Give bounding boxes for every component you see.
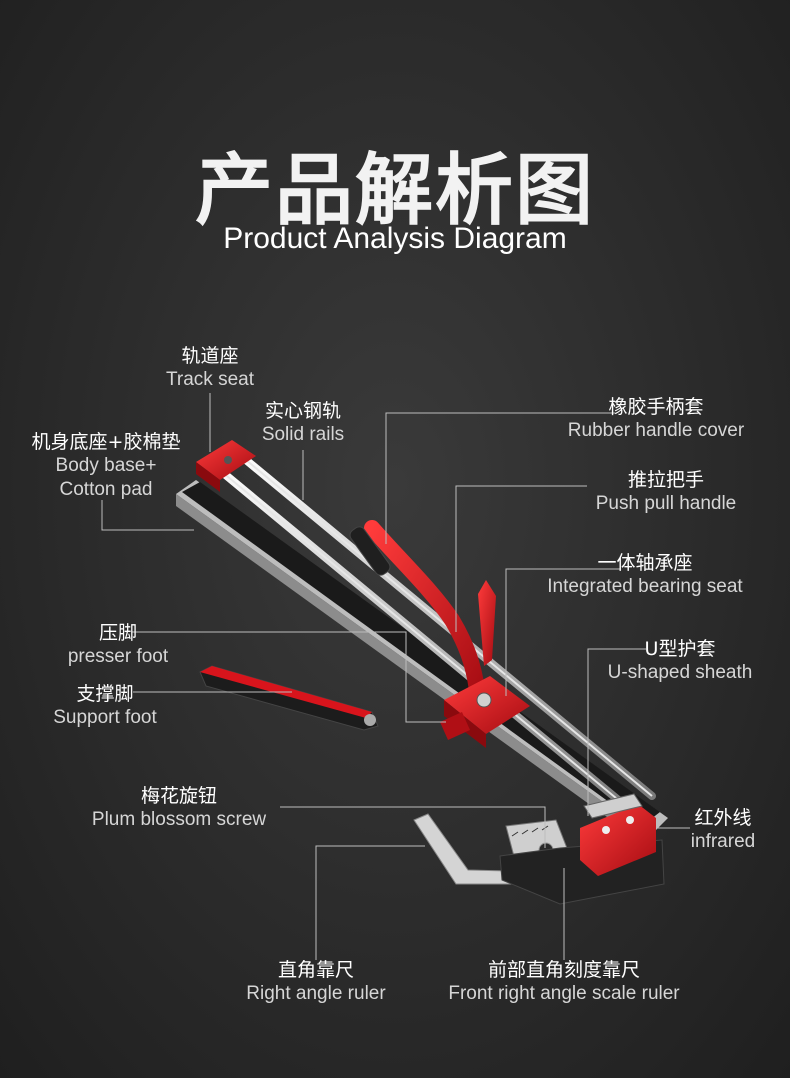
- u-shaped-sheath: [580, 793, 656, 876]
- page-title: 产品解析图: [194, 146, 595, 236]
- label-right-angle-cn: 直角靠尺: [277, 959, 354, 981]
- label-infrared-cn: 红外线: [694, 807, 752, 829]
- label-infrared-en: infrared: [690, 831, 756, 852]
- label-bearing-seat: 一体轴承座 Integrated bearing seat: [523, 551, 767, 599]
- leader-lines: [101, 393, 690, 960]
- page-subtitle: Product Analysis Diagram: [223, 222, 567, 255]
- label-infrared: 红外线 infrared: [680, 806, 766, 854]
- label-rubber-handle: 橡胶手柄套 Rubber handle cover: [550, 395, 762, 443]
- label-track-seat-en: Track seat: [166, 369, 254, 390]
- label-front-scale-cn: 前部直角刻度靠尺: [487, 959, 640, 981]
- label-plum-screw-cn: 梅花旋钮: [140, 785, 217, 807]
- label-bearing-seat-en: Integrated bearing seat: [547, 576, 743, 597]
- label-presser-foot-cn: 压脚: [98, 622, 137, 644]
- label-rubber-handle-cn: 橡胶手柄套: [608, 396, 704, 418]
- label-bearing-seat-cn: 一体轴承座: [597, 552, 693, 574]
- label-body-base: 机身底座+胶棉垫 Body base+ Cotton pad: [30, 430, 182, 502]
- label-body-base-cn: 机身底座+胶棉垫: [31, 431, 181, 453]
- label-track-seat-cn: 轨道座: [181, 345, 239, 367]
- label-solid-rails-cn: 实心钢轨: [264, 400, 341, 422]
- label-support-foot: 支撑脚 Support foot: [40, 682, 170, 730]
- label-right-angle: 直角靠尺 Right angle ruler: [231, 958, 401, 1006]
- label-plum-screw-en: Plum blossom screw: [91, 809, 267, 830]
- label-push-pull: 推拉把手 Push pull handle: [580, 468, 752, 516]
- label-support-foot-en: Support foot: [53, 707, 157, 728]
- label-plum-screw: 梅花旋钮 Plum blossom screw: [74, 784, 284, 832]
- label-push-pull-en: Push pull handle: [595, 493, 737, 514]
- label-rubber-handle-en: Rubber handle cover: [567, 420, 745, 441]
- label-u-sheath-cn: U型护套: [644, 638, 716, 660]
- label-track-seat: 轨道座 Track seat: [150, 344, 270, 392]
- label-body-base-en2: Cotton pad: [59, 479, 153, 500]
- bearing-seat: [440, 676, 530, 748]
- push-pull-handle: [349, 520, 496, 708]
- label-solid-rails: 实心钢轨 Solid rails: [243, 399, 363, 447]
- label-support-foot-cn: 支撑脚: [76, 683, 134, 705]
- label-u-sheath-en: U-shaped sheath: [607, 662, 753, 683]
- label-presser-foot-en: presser foot: [67, 646, 169, 667]
- label-body-base-en1: Body base+: [55, 455, 157, 476]
- label-front-scale-en: Front right angle scale ruler: [448, 983, 680, 1004]
- label-right-angle-en: Right angle ruler: [246, 983, 386, 1004]
- label-front-scale: 前部直角刻度靠尺 Front right angle scale ruler: [424, 958, 704, 1006]
- solid-rails: [206, 446, 656, 812]
- label-solid-rails-en: Solid rails: [261, 424, 345, 445]
- support-foot: [199, 665, 379, 731]
- label-push-pull-cn: 推拉把手: [627, 469, 704, 491]
- label-presser-foot: 压脚 presser foot: [56, 621, 180, 669]
- track-seat: [196, 440, 256, 492]
- label-u-sheath: U型护套 U-shaped sheath: [590, 637, 770, 685]
